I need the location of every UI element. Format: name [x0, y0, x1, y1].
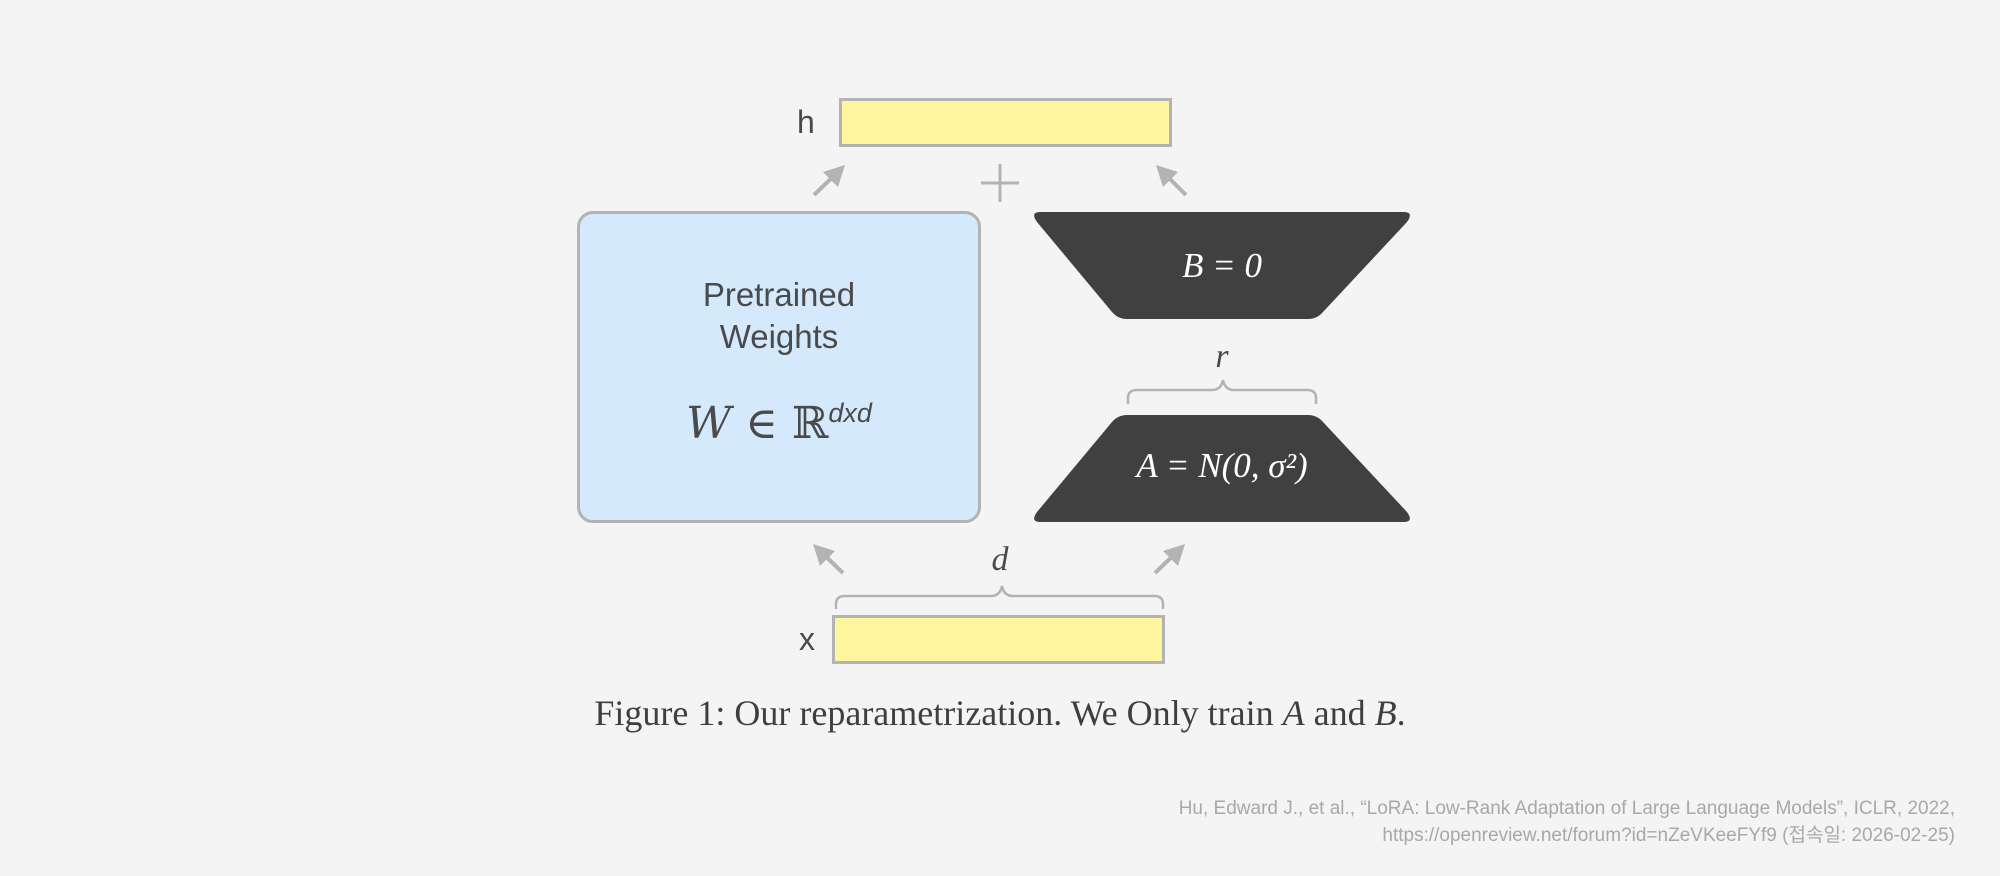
dim-label: d — [991, 541, 1009, 578]
caption-suffix: . — [1396, 693, 1406, 733]
arrow-weights-to-h-icon — [812, 165, 845, 197]
output-label: h — [797, 104, 815, 140]
input-label: x — [799, 621, 815, 657]
weights-title: Pretrained Weights — [580, 274, 978, 358]
caption-var-a: A — [1282, 693, 1305, 733]
dim-brace-icon — [834, 585, 1165, 609]
matrix-a-shape — [1034, 415, 1410, 522]
weights-formula-w: W — [686, 398, 732, 449]
pretrained-weights-box: Pretrained Weights W ∈ ℝdxd — [577, 211, 981, 523]
weights-formula-in: ∈ ℝ — [745, 398, 829, 449]
weights-title-line1: Pretrained — [702, 276, 856, 313]
matrix-a-label: A = N(0, σ²) — [1136, 446, 1308, 485]
caption-and: and — [1304, 693, 1375, 733]
rank-brace-icon — [1126, 379, 1318, 404]
input-vector-x — [832, 615, 1165, 664]
citation: Hu, Edward J., et al., “LoRA: Low-Rank A… — [1179, 795, 1955, 849]
rank-label: r — [1215, 338, 1229, 375]
arrow-x-to-a-icon — [1153, 544, 1185, 575]
weights-title-line2: Weights — [719, 318, 839, 355]
caption-prefix: Figure 1: Our reparametrization. We Only… — [594, 693, 1283, 733]
weights-formula-sup: dxd — [828, 398, 872, 428]
matrix-b-label: B = 0 — [1182, 246, 1262, 285]
citation-line2: https://openreview.net/forum?id=nZeVKeeF… — [1382, 825, 1955, 846]
output-vector-h — [839, 98, 1172, 147]
figure-caption: Figure 1: Our reparametrization. We Only… — [0, 692, 2000, 734]
caption-var-b: B — [1374, 693, 1397, 733]
weights-formula: W ∈ ℝdxd — [580, 398, 978, 449]
citation-line1: Hu, Edward J., et al., “LoRA: Low-Rank A… — [1178, 798, 1955, 819]
plus-icon — [981, 164, 1019, 202]
matrix-b-shape — [1034, 212, 1410, 319]
arrow-b-to-h-icon — [1156, 165, 1188, 197]
arrow-x-to-weights-icon — [813, 544, 845, 575]
